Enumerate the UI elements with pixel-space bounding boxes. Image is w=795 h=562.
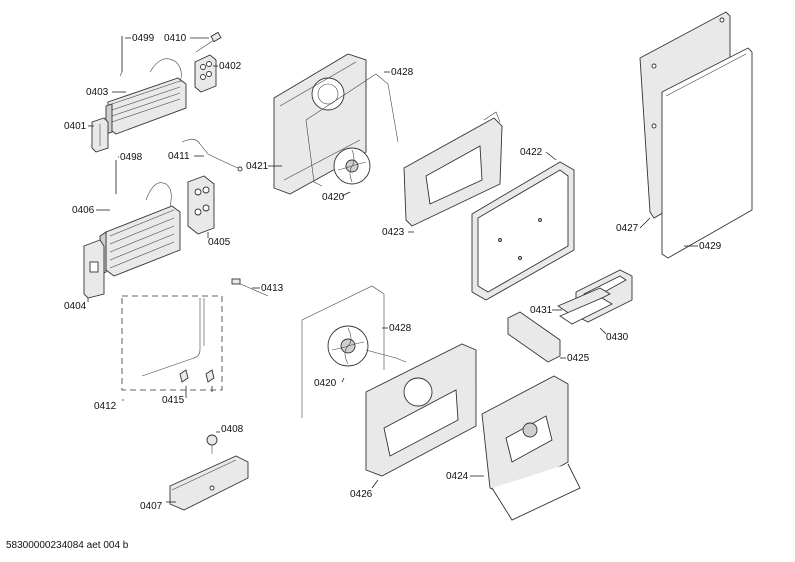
label-0415: 0415 <box>162 395 185 406</box>
label-0429: 0429 <box>699 241 722 252</box>
label-0422: 0422 <box>520 147 543 158</box>
label-0428-bottom: 0428 <box>389 323 412 334</box>
label-0430: 0430 <box>606 332 629 343</box>
label-0411: 0411 <box>168 151 190 162</box>
label-0404: 0404 <box>64 301 87 312</box>
part-0411-tube <box>181 139 243 172</box>
label-0403: 0403 <box>86 87 109 98</box>
part-0412-group <box>121 295 223 391</box>
label-0420-bottom: 0420 <box>314 378 337 389</box>
label-0412: 0412 <box>94 401 117 412</box>
label-0406: 0406 <box>72 205 95 216</box>
part-0420-fan-top <box>333 147 371 185</box>
part-0428-wire-bottom <box>301 285 385 418</box>
part-0420-fan-bottom <box>327 325 407 367</box>
part-0431-insert <box>557 287 613 325</box>
part-0402-bracket <box>194 54 217 93</box>
part-0429-insulation <box>661 47 753 259</box>
part-0401-cover <box>91 117 109 153</box>
label-0401: 0401 <box>64 121 87 132</box>
label-0424: 0424 <box>446 471 469 482</box>
part-0425-deflector <box>507 311 561 363</box>
label-0402: 0402 <box>219 61 242 72</box>
label-0405: 0405 <box>208 237 231 248</box>
part-0424-housing <box>481 375 581 521</box>
part-0428-wire-top <box>305 73 399 187</box>
part-0403-evaporator <box>105 58 187 135</box>
label-0498: 0498 <box>120 152 143 163</box>
part-0426-cover <box>365 343 477 477</box>
part-0404-cover <box>83 239 105 299</box>
label-0421: 0421 <box>246 161 269 172</box>
part-0499-rod <box>119 36 123 77</box>
part-0408-screw <box>206 434 218 454</box>
part-0423-panel <box>403 111 503 227</box>
part-0407-tray <box>169 455 249 511</box>
drawing-reference-number: 58300000234084 aet 004 b <box>6 540 129 551</box>
label-0423: 0423 <box>382 227 405 238</box>
part-0413-sensor <box>231 278 269 297</box>
label-0410: 0410 <box>164 33 187 44</box>
label-0420-top: 0420 <box>322 192 345 203</box>
label-0431: 0431 <box>530 305 553 316</box>
label-0428-top: 0428 <box>391 67 414 78</box>
label-0425: 0425 <box>567 353 590 364</box>
part-0406-evaporator <box>99 182 181 277</box>
label-0408: 0408 <box>221 424 244 435</box>
label-0407: 0407 <box>140 501 163 512</box>
part-0415-clips <box>179 369 215 383</box>
part-0410-sensor <box>195 31 222 53</box>
label-0426: 0426 <box>350 489 373 500</box>
label-0427: 0427 <box>616 223 639 234</box>
label-0499: 0499 <box>132 33 155 44</box>
part-0405-bracket <box>187 175 215 235</box>
part-0422-cover <box>471 161 575 301</box>
label-0413: 0413 <box>261 283 284 294</box>
